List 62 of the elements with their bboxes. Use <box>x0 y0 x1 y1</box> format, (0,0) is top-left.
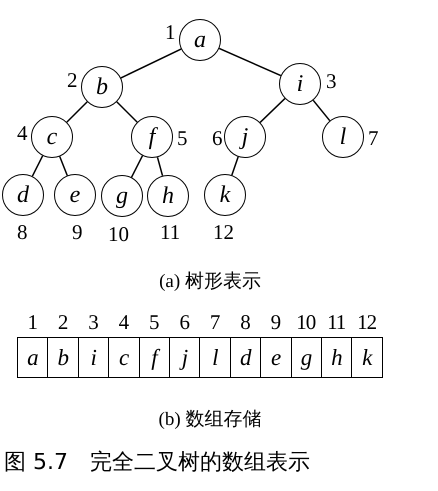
index-number: 7 <box>368 128 378 149</box>
subfigure-caption: (b) 数组存储 <box>158 408 262 432</box>
tree-node-circle: f <box>131 116 173 158</box>
array-cell: b <box>47 337 80 378</box>
index-number: 2 <box>67 70 78 91</box>
index-number: 6 <box>212 128 222 149</box>
tree-edge <box>120 48 182 79</box>
tree-node-circle: k <box>204 174 246 216</box>
tree-node-circle: a <box>179 19 221 61</box>
index-number: 4 <box>17 123 28 144</box>
tree-edge <box>116 101 138 123</box>
index-number: 6 <box>179 312 189 333</box>
array-cell: i <box>78 337 110 378</box>
array-cell: f <box>138 337 170 378</box>
tree-edge <box>231 156 239 176</box>
tree-edge <box>218 48 282 76</box>
index-number: 1 <box>165 22 176 43</box>
tree-node-circle: b <box>81 66 123 108</box>
tree-node-circle: e <box>54 174 96 216</box>
index-number: 9 <box>270 312 280 333</box>
tree-node-circle: g <box>101 175 143 217</box>
tree-node-circle: d <box>2 174 44 216</box>
index-number: 3 <box>326 71 336 92</box>
array-cell: a <box>17 337 49 378</box>
array-cell: h <box>321 337 353 378</box>
index-number: 8 <box>240 312 250 333</box>
tree-edge <box>59 156 68 176</box>
array-cell: d <box>230 337 262 378</box>
array-cell: c <box>108 337 140 378</box>
index-number: 7 <box>210 312 220 333</box>
index-number: 9 <box>72 222 82 243</box>
array-cell: j <box>169 337 201 378</box>
tree-node-circle: i <box>279 63 321 105</box>
tree-edge <box>66 101 88 123</box>
figure-caption: 图 5.7 完全二叉树的数组表示 <box>4 449 310 477</box>
tree-edge <box>312 100 330 122</box>
tree-node-circle: c <box>31 116 73 158</box>
index-number: 12 <box>357 312 376 333</box>
index-number: 10 <box>108 224 129 245</box>
index-number: 12 <box>213 222 234 243</box>
index-number: 1 <box>27 312 37 333</box>
index-number: 8 <box>17 222 28 243</box>
index-number: 5 <box>177 128 188 149</box>
tree-edge <box>32 155 44 177</box>
tree-edge <box>130 155 144 178</box>
index-number: 2 <box>58 312 68 333</box>
array-cell: e <box>260 337 292 378</box>
tree-node-circle: l <box>322 116 364 158</box>
tree-node-circle: h <box>147 175 189 217</box>
index-number: 3 <box>88 312 98 333</box>
array-cell: l <box>199 337 232 378</box>
index-number: 5 <box>149 312 159 333</box>
tree-node-circle: j <box>224 116 266 158</box>
tree-edge <box>156 157 164 176</box>
index-number: 4 <box>118 312 128 333</box>
index-number: 10 <box>296 312 316 333</box>
array-cell: k <box>351 337 384 378</box>
index-number: 11 <box>327 312 346 333</box>
subfigure-caption: (a) 树形表示 <box>159 270 261 294</box>
tree-edge <box>260 98 286 123</box>
index-number: 11 <box>160 222 180 243</box>
array-cell: g <box>290 337 322 378</box>
